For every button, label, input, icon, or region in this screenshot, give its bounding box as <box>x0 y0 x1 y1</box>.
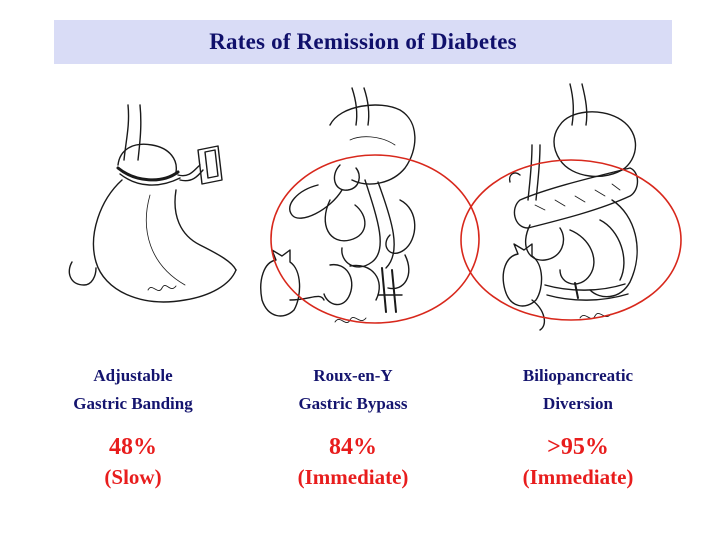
procedure-name-line1: Roux-en-Y <box>313 366 393 385</box>
remission-rate: 48% <box>109 434 157 460</box>
procedure-name-line2: Gastric Banding <box>73 394 193 413</box>
procedure-diversion: Biliopancreatic Diversion >95% (Immediat… <box>498 362 658 492</box>
remission-rate: >95% <box>547 434 609 460</box>
biliopancreatic-diversion-drawing <box>502 83 639 331</box>
procedure-name-line2: Diversion <box>543 394 613 413</box>
title-bar: Rates of Remission of Diabetes <box>54 20 672 64</box>
highlight-ellipse-bypass <box>270 154 480 324</box>
procedure-banding: Adjustable Gastric Banding 48% (Slow) <box>58 362 208 492</box>
remission-rate: 84% <box>329 434 377 460</box>
gastric-bypass-drawing <box>260 87 416 323</box>
remission-speed: (Immediate) <box>297 465 409 489</box>
gastric-banding-drawing <box>68 104 237 303</box>
highlight-ellipse-diversion <box>460 159 682 321</box>
procedure-name-line1: Biliopancreatic <box>522 366 634 385</box>
procedure-name-line1: Adjustable <box>93 366 173 385</box>
remission-speed: (Slow) <box>104 465 162 489</box>
remission-speed: (Immediate) <box>522 465 634 489</box>
procedure-name-line2: Gastric Bypass <box>298 394 408 413</box>
page-title: Rates of Remission of Diabetes <box>209 29 517 54</box>
procedure-bypass: Roux-en-Y Gastric Bypass 84% (Immediate) <box>278 362 428 492</box>
